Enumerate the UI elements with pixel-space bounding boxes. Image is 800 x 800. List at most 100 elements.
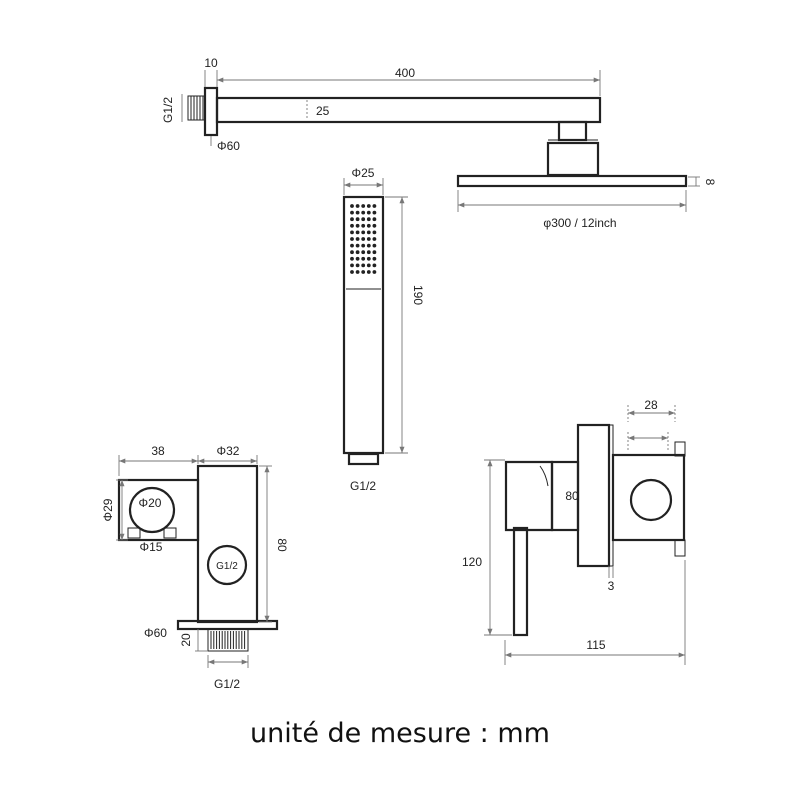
nozzle-dot [355, 230, 360, 235]
nozzle-dot [372, 217, 377, 222]
nozzle-dot [372, 210, 377, 215]
nozzle-dot [355, 210, 360, 215]
holder-outlet: 38 Φ32 Φ29 Φ20 Φ15 80 G1/2 Φ60 20 G1/2 [101, 444, 289, 691]
nozzle-dot [350, 250, 354, 255]
total-height-label: 120 [462, 555, 482, 569]
nozzle-dot [355, 270, 360, 274]
shower-head: 8 φ300 / 12inch [456, 120, 717, 230]
nozzle-dot [350, 243, 354, 248]
nozzle-dot [372, 204, 377, 208]
ring-outer-label: Φ20 [139, 496, 162, 510]
unit-caption: unité de mesure : mm [250, 718, 550, 749]
nozzle-dot [350, 223, 354, 228]
ring-inner-label: Φ15 [140, 540, 163, 554]
hand-shower-connector [347, 452, 380, 466]
mixer-lever [512, 526, 529, 637]
nozzle-dot [355, 263, 360, 268]
nozzle-dot [366, 243, 371, 248]
nozzle-dot [366, 263, 371, 268]
nozzle-dot [366, 270, 371, 274]
mixer-handle [504, 460, 554, 532]
nozzle-dot [350, 210, 354, 215]
nozzle-dot [361, 256, 366, 261]
nozzle-dot [372, 237, 377, 241]
holder-height-label: Φ29 [101, 498, 115, 521]
nozzle-dot [372, 243, 377, 248]
arm-length-label: 400 [395, 66, 415, 80]
shower-arm: 10 400 25 G1/2 Φ60 [161, 56, 602, 153]
nozzle-dot [355, 223, 360, 228]
head-connector-nut [557, 120, 588, 142]
nozzle-dot [366, 230, 371, 235]
body-diameter-label: Φ32 [217, 444, 240, 458]
nozzle-dot [361, 223, 366, 228]
mixer-wall-plate [576, 423, 611, 568]
hand-shower-body [342, 195, 385, 455]
outlet-thread-label: G1/2 [214, 677, 240, 691]
mixer: 28 80 120 3 115 [462, 398, 686, 665]
nozzle-dot [366, 210, 371, 215]
nozzle-dot [355, 250, 360, 255]
nozzle-dot [355, 204, 360, 208]
nozzle-dot [361, 237, 366, 241]
thread-length-label: 20 [179, 633, 193, 647]
head-plate [456, 174, 688, 188]
nozzle-dot [366, 217, 371, 222]
nozzle-dot [366, 256, 371, 261]
nozzle-dot [355, 237, 360, 241]
knob-depth-label: 28 [644, 398, 658, 412]
nozzle-dot [355, 243, 360, 248]
nozzle-dot [350, 204, 354, 208]
arm-tube [215, 96, 602, 124]
nozzle-dot [350, 263, 354, 268]
holder-ring [128, 486, 176, 534]
arm-flange [203, 86, 219, 137]
plate-height-label: 80 [565, 489, 579, 503]
nozzle-dot [350, 230, 354, 235]
nozzle-dot [372, 256, 377, 261]
holder-width-label: 38 [151, 444, 165, 458]
arm-flange-width-label: 10 [204, 56, 218, 70]
nozzle-dot [361, 230, 366, 235]
outlet-body [196, 464, 259, 624]
plate-thickness-label: 3 [608, 579, 615, 593]
arm-height-label: 25 [316, 104, 330, 118]
nozzle-dot [361, 263, 366, 268]
nozzle-dot [366, 250, 371, 255]
nozzle-dot [355, 217, 360, 222]
nozzle-dot [372, 270, 377, 274]
nozzle-dot [350, 217, 354, 222]
total-length-label: 115 [586, 638, 605, 652]
nozzle-dot [361, 217, 366, 222]
inner-thread-label: G1/2 [216, 561, 238, 572]
hand-shower-thread-label: G1/2 [350, 479, 376, 493]
nozzle-dot [366, 237, 371, 241]
outlet-thread-lines [210, 631, 246, 649]
mixer-knob [629, 478, 673, 522]
head-connector-body [546, 141, 600, 177]
arm-thread-label: G1/2 [161, 97, 175, 123]
arm-flange-diameter-label: Φ60 [217, 139, 240, 153]
head-thickness-label: 8 [703, 179, 717, 186]
nozzle-dot [361, 250, 366, 255]
outlet-thread [207, 628, 249, 652]
nozzle-dot [372, 223, 377, 228]
mixer-cartridge [611, 453, 686, 542]
hand-shower-length-label: 190 [411, 285, 425, 305]
body-height-label: 80 [275, 538, 289, 552]
outlet-port [206, 544, 248, 586]
nozzle-dot [372, 230, 377, 235]
hand-shower: Φ25 190 G1/2 [342, 166, 425, 493]
head-diameter-label: φ300 / 12inch [543, 216, 616, 230]
nozzle-dot [361, 243, 366, 248]
nozzle-dot [366, 223, 371, 228]
nozzle-dot [350, 270, 354, 274]
nozzle-dot [361, 270, 366, 274]
nozzle-dot [361, 210, 366, 215]
nozzle-dot [350, 256, 354, 261]
nozzle-dot [355, 256, 360, 261]
nozzle-dot [366, 204, 371, 208]
nozzle-dot [361, 204, 366, 208]
hand-shower-diameter-label: Φ25 [352, 166, 375, 180]
